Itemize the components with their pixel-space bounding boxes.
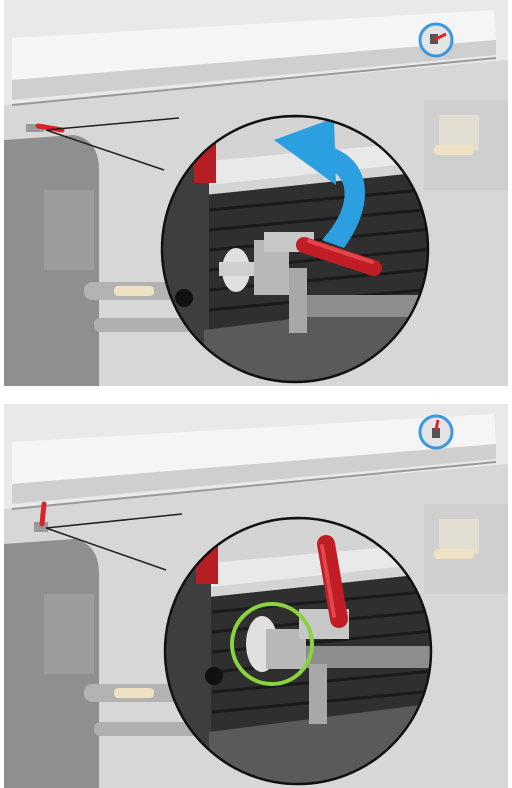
release-lever-up: [317, 535, 348, 628]
lower-roller: [94, 722, 204, 736]
illustration-panel-lift-lever: [4, 0, 508, 386]
callout-line-lower: [45, 527, 167, 571]
callout-line-upper: [45, 117, 180, 131]
platen-bar: [294, 646, 431, 668]
callout-line-upper: [45, 513, 183, 529]
printer-glass-cover: [12, 10, 496, 80]
callout-line-lower: [45, 129, 165, 171]
release-lever-down: [296, 237, 382, 276]
printer-glass-cover: [12, 414, 496, 484]
lower-roller: [94, 318, 204, 332]
printer-illustration-bottom: [4, 404, 508, 788]
printer-rail: [12, 40, 496, 100]
printer-illustration-top: [4, 0, 508, 386]
printer-rail: [12, 444, 496, 504]
lift-arrow: [274, 118, 366, 248]
clamp-assembly: [246, 609, 349, 724]
highlight-circle: [230, 602, 314, 686]
small-lever-up: [34, 501, 48, 532]
illustration-panel-lever-raised: [4, 404, 508, 788]
platen-bar: [289, 295, 428, 317]
zoom-detail: [163, 516, 433, 786]
